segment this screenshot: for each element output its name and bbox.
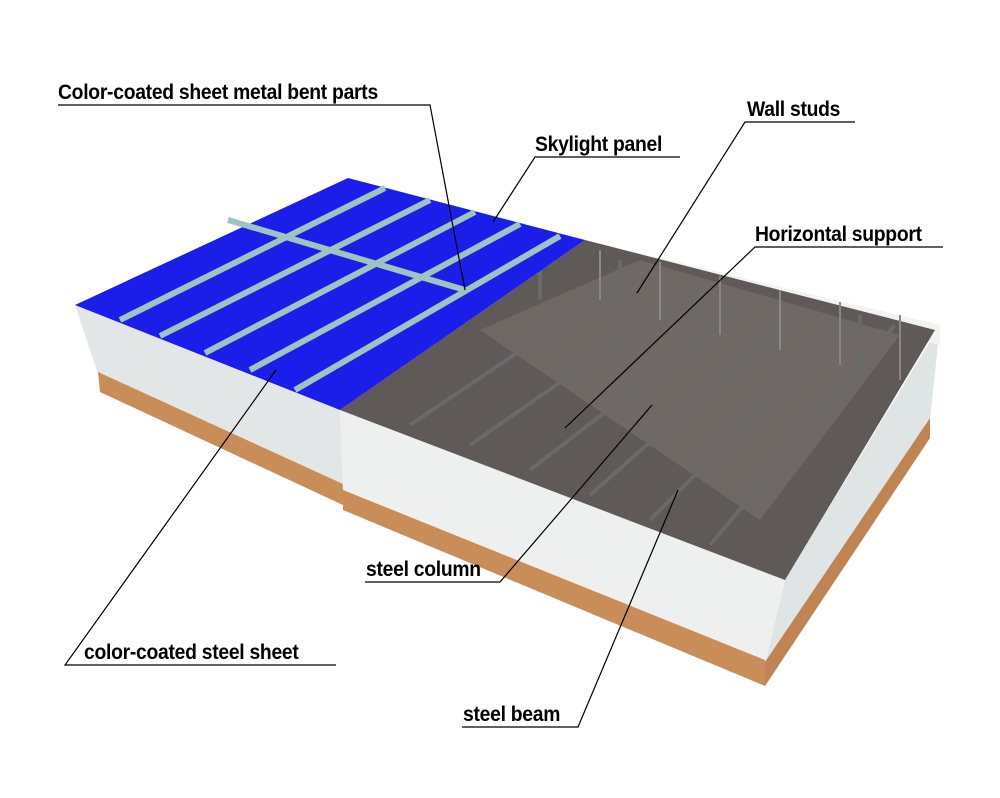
roof-panels — [75, 178, 585, 410]
label-wall-studs: Wall studs — [747, 98, 841, 121]
label-horizontal-support: Horizontal support — [755, 223, 922, 246]
front-brick-base — [343, 490, 765, 686]
skylight-strips — [118, 185, 562, 393]
label-steel-sheet: color-coated steel sheet — [84, 641, 299, 664]
wall-studs — [599, 250, 901, 380]
steel-frames — [408, 260, 897, 547]
label-skylight-panel: Skylight panel — [535, 133, 663, 156]
left-brick-base — [98, 372, 343, 505]
front-wall — [340, 410, 785, 665]
label-bent-parts: Color-coated sheet metal bent parts — [58, 81, 378, 104]
label-steel-column: steel column — [366, 558, 481, 581]
right-end-wall — [765, 325, 940, 665]
leader-lines — [58, 104, 943, 728]
label-steel-beam: steel beam — [463, 703, 561, 726]
floor-light — [480, 260, 900, 520]
right-brick-base — [765, 418, 930, 686]
left-end-wall — [75, 305, 343, 492]
